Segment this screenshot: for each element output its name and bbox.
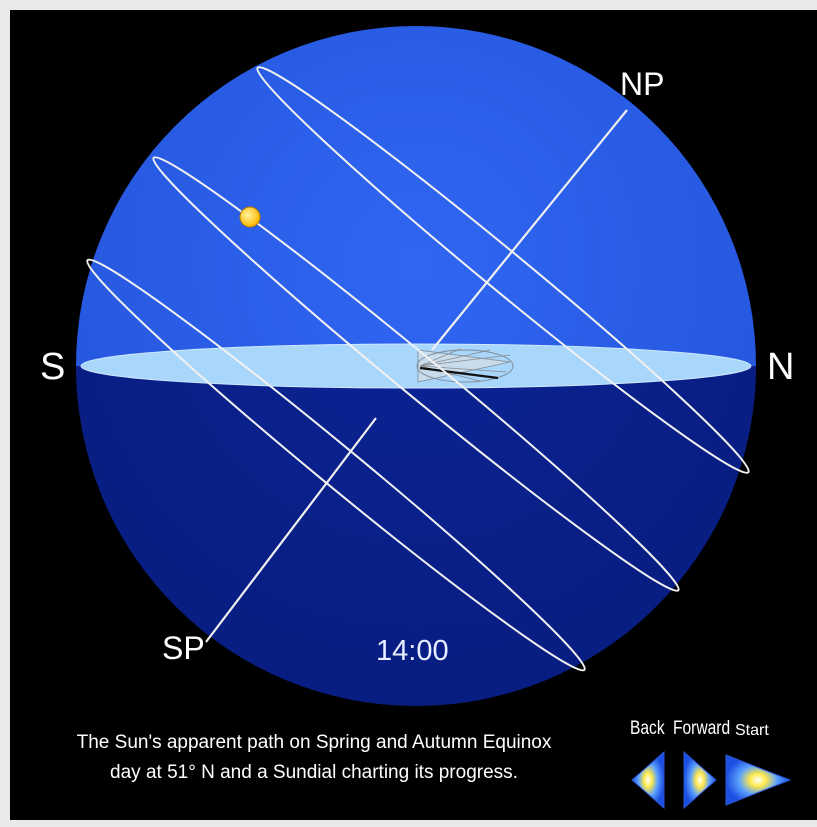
polar-axis-south <box>205 417 377 643</box>
sundial <box>416 348 514 383</box>
celestial-sphere-diagram <box>76 26 792 810</box>
north-label: N <box>767 346 795 388</box>
start-button[interactable] <box>728 752 792 804</box>
forward-button[interactable] <box>682 750 716 808</box>
sphere-lower-half <box>76 366 756 706</box>
sun-paths <box>86 66 750 672</box>
caption-line-2: day at 51° N and a Sundial charting its … <box>110 762 518 783</box>
south-label: S <box>40 346 66 388</box>
time-readout: 14:00 <box>376 635 449 667</box>
sun-path-equinox <box>152 156 680 592</box>
polar-axis-north <box>431 109 628 351</box>
animation-frame: S N NP SP 14:00 The Sun's apparent path … <box>10 10 817 820</box>
forward-label: Forward <box>673 718 731 739</box>
sphere-upper-half <box>76 26 756 366</box>
sun-icon <box>239 206 261 228</box>
sun-path-winter <box>86 258 586 672</box>
south-pole-label: SP <box>162 630 205 666</box>
start-arrow-icon <box>725 754 792 806</box>
back-label: Back <box>630 718 665 739</box>
forward-arrow-icon <box>683 750 717 810</box>
start-label: Start <box>735 722 769 739</box>
back-button[interactable] <box>630 750 664 808</box>
horizon-plane <box>80 343 752 389</box>
caption: The Sun's apparent path on Spring and Au… <box>18 728 610 788</box>
sun-path-summer <box>256 66 750 474</box>
caption-line-1: The Sun's apparent path on Spring and Au… <box>76 732 552 753</box>
back-arrow-icon <box>631 750 665 810</box>
north-pole-label: NP <box>620 66 665 102</box>
